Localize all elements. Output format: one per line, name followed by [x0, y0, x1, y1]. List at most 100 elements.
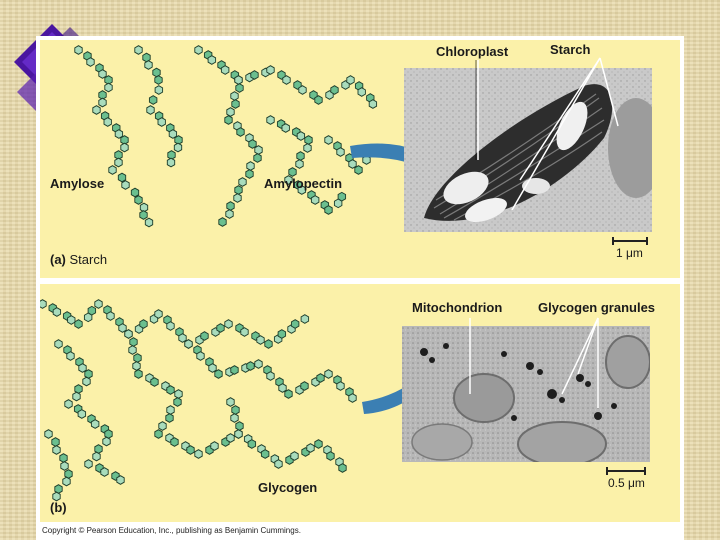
glucose-monomer-icon — [94, 299, 103, 309]
glucose-monomer-icon — [316, 373, 325, 383]
glucose-monomer-icon — [303, 143, 312, 153]
glucose-monomer-icon — [52, 307, 62, 317]
glucose-monomer-icon — [106, 311, 115, 321]
glucose-monomer-icon — [324, 135, 333, 145]
glucose-monomer-icon — [310, 195, 320, 205]
copyright-text: Copyright © Pearson Education, Inc., pub… — [42, 526, 301, 535]
panel-a-caption: (a) Starch — [50, 252, 107, 267]
glucose-monomer-icon — [230, 365, 239, 375]
glucose-monomer-icon — [336, 381, 345, 391]
glucose-monomer-icon — [234, 75, 243, 85]
glucose-monomer-icon — [324, 205, 333, 215]
glucose-monomer-icon — [54, 339, 63, 349]
glucose-monomer-icon — [348, 159, 357, 169]
glucose-monomer-icon — [254, 145, 263, 155]
glucose-monomer-icon — [324, 369, 333, 379]
glucose-monomer-icon — [130, 187, 140, 198]
glucose-monomer-icon — [210, 441, 219, 451]
starch-pointer-lines — [475, 57, 619, 210]
mitochondrion-label: Mitochondrion — [412, 300, 503, 315]
glucose-monomer-icon — [51, 437, 60, 447]
amylose-chain-diagram — [74, 45, 378, 228]
glycogen-chains — [40, 299, 357, 502]
glucose-monomer-icon — [74, 319, 83, 329]
chloroplast-label: Chloroplast — [436, 44, 509, 59]
glucose-monomer-icon — [166, 385, 175, 395]
glucose-monomer-icon — [144, 217, 154, 228]
glucose-monomer-icon — [233, 193, 242, 203]
glucose-monomer-icon — [266, 115, 275, 125]
glucose-monomer-icon — [346, 75, 355, 85]
glucose-monomer-icon — [260, 449, 270, 459]
glucose-monomer-icon — [296, 131, 306, 141]
glucose-monomer-icon — [231, 99, 240, 109]
amylopectin-label: Amylopectin — [264, 176, 343, 191]
glucose-monomer-icon — [54, 484, 63, 494]
glucose-monomer-icon — [230, 91, 239, 101]
glucose-monomer-icon — [62, 476, 71, 487]
glucose-monomer-icon — [234, 429, 243, 439]
glucose-monomer-icon — [266, 371, 275, 381]
glucose-monomer-icon — [90, 419, 100, 429]
glucose-monomer-icon — [337, 191, 347, 202]
glucose-monomer-icon — [166, 321, 175, 331]
amylose-label: Amylose — [50, 176, 105, 191]
glucose-monomer-icon — [154, 309, 163, 319]
glucose-monomer-icon — [82, 376, 91, 387]
glucose-monomer-icon — [354, 165, 363, 175]
glucose-monomer-icon — [295, 159, 304, 169]
glucose-monomer-icon — [368, 99, 378, 109]
glucose-monomer-icon — [266, 65, 275, 75]
glucose-monomer-icon — [98, 97, 107, 108]
glucose-monomer-icon — [207, 55, 217, 65]
glycogen-label: Glycogen — [258, 480, 318, 495]
glucose-monomer-icon — [100, 467, 109, 477]
glucose-monomer-icon — [170, 437, 179, 447]
glucose-monomer-icon — [92, 451, 101, 462]
glucose-monomer-icon — [154, 85, 164, 95]
glucose-monomer-icon — [174, 389, 183, 399]
glucose-monomer-icon — [52, 491, 61, 502]
scale-bar-a — [612, 237, 648, 245]
glucose-monomer-icon — [248, 139, 257, 149]
glucose-monomer-icon — [59, 453, 68, 463]
glucose-monomer-icon — [124, 329, 133, 339]
glucose-monomer-icon — [133, 353, 142, 363]
glucose-monomer-icon — [214, 369, 223, 379]
glucose-monomer-icon — [238, 177, 247, 187]
glucose-monomer-icon — [256, 335, 265, 345]
glucose-monomer-icon — [230, 413, 239, 423]
glucose-monomer-icon — [226, 433, 235, 443]
glucose-monomer-icon — [150, 377, 159, 387]
glucose-monomer-icon — [66, 351, 75, 361]
glucose-monomer-icon — [274, 459, 283, 469]
glucose-monomer-icon — [234, 185, 243, 195]
glucose-monomer-icon — [52, 445, 61, 455]
glucose-monomer-icon — [77, 409, 87, 419]
glucose-monomer-icon — [264, 339, 273, 349]
glucose-monomer-icon — [98, 69, 107, 79]
glucose-monomer-icon — [253, 153, 262, 163]
scale-bar-b — [606, 467, 646, 475]
glucose-monomer-icon — [154, 75, 163, 85]
glucose-monomer-icon — [146, 105, 155, 115]
glucose-monomer-icon — [348, 393, 357, 403]
glucose-monomer-icon — [148, 95, 158, 105]
glycogen-granules-label: Glycogen granules — [538, 300, 656, 315]
glucose-monomer-icon — [60, 461, 69, 471]
glucose-monomer-icon — [300, 381, 309, 391]
glucose-monomer-icon — [224, 319, 233, 329]
glucose-monomer-icon — [290, 319, 300, 329]
glycogen-chain-diagram — [40, 299, 357, 502]
glucose-monomer-icon — [226, 201, 235, 211]
glucose-monomer-icon — [304, 135, 313, 145]
glucose-monomer-icon — [231, 405, 240, 415]
panel-starch: Amylose Amylopectin (a) Starch — [40, 40, 680, 278]
glucose-monomer-icon — [282, 75, 291, 85]
glucose-monomer-icon — [104, 82, 113, 93]
glucose-monomer-icon — [278, 383, 287, 393]
glucose-monomer-icon — [240, 327, 249, 337]
glucose-monomer-icon — [200, 331, 209, 341]
glucose-monomer-icon — [144, 60, 153, 70]
glucose-monomer-icon — [128, 345, 137, 355]
